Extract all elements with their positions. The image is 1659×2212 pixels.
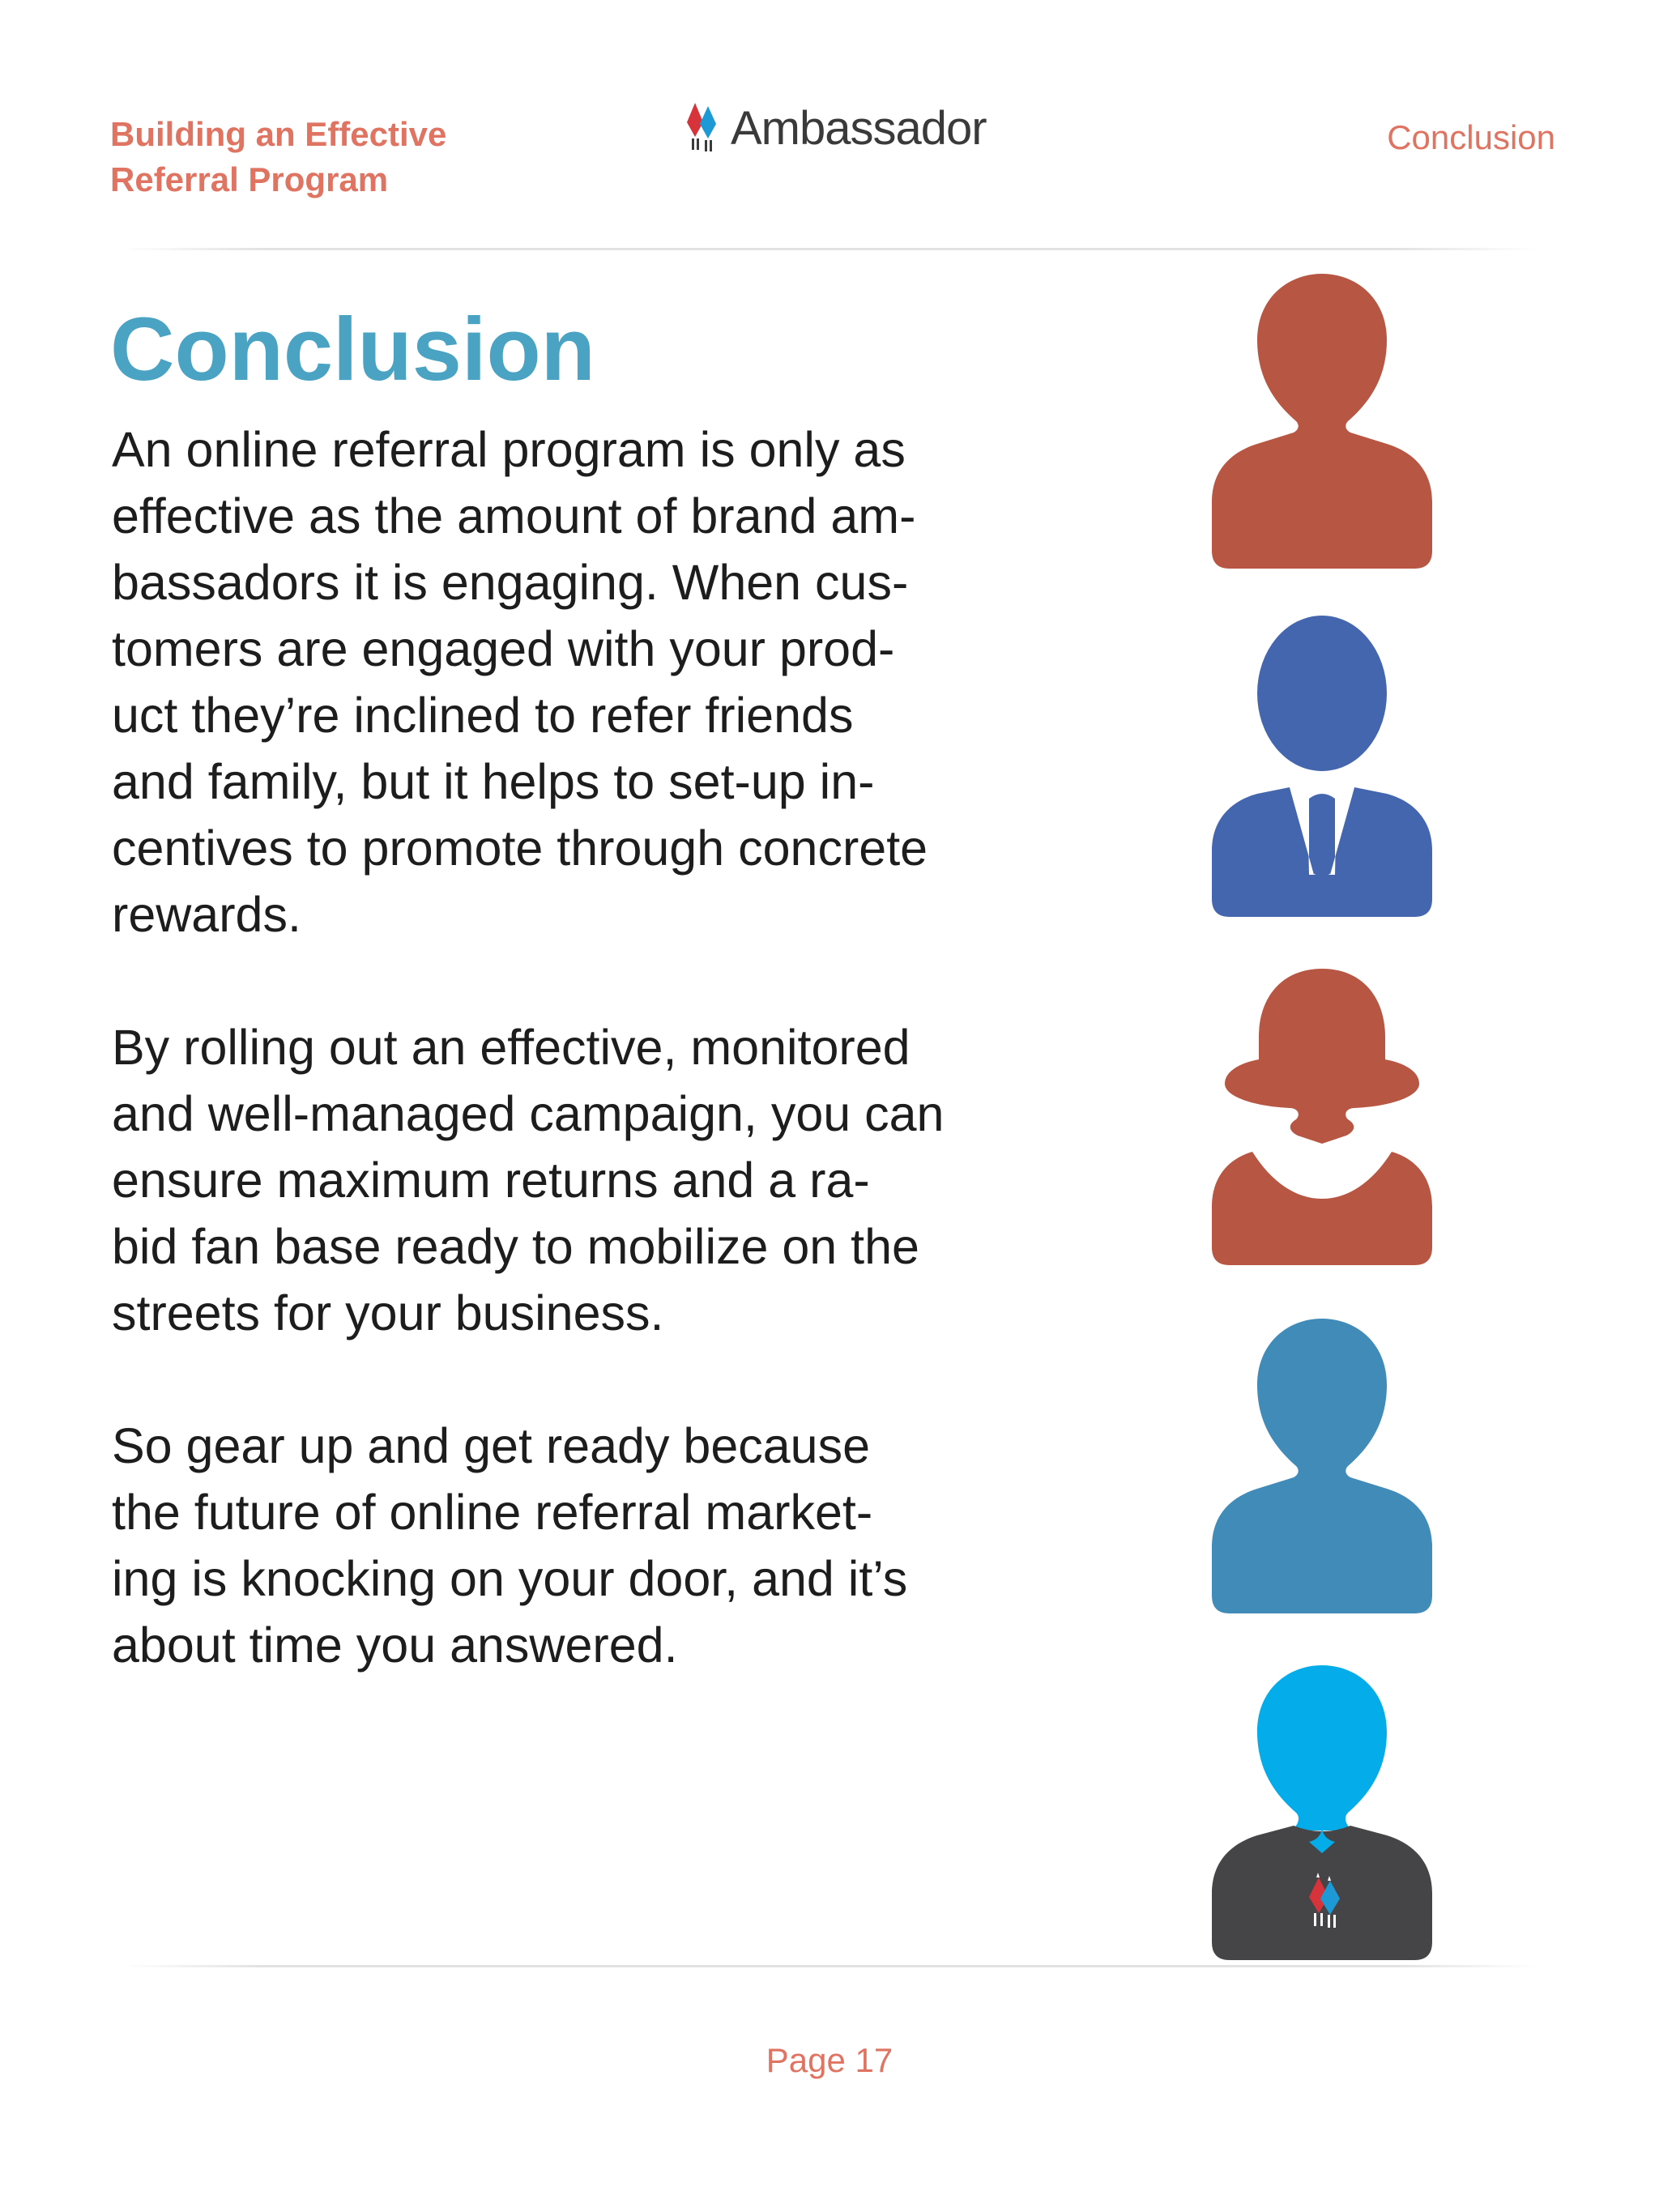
ambassador-flags-icon	[687, 103, 716, 151]
person-figure-5	[1212, 1665, 1432, 1960]
page-number: Page 17	[766, 2041, 893, 2079]
ambassador-person-icon	[1212, 1665, 1432, 1960]
header-divider	[122, 248, 1537, 250]
person-figure-2	[1212, 616, 1432, 917]
person-figure-3	[1212, 969, 1432, 1265]
document-title-line-1: Building an Effective	[110, 115, 447, 153]
person-icon	[1212, 1319, 1432, 1613]
paragraph-2: By rolling out an effective, monitored a…	[112, 1020, 945, 1340]
woman-icon	[1212, 969, 1432, 1265]
ambassador-flags-icon	[1309, 1873, 1340, 1928]
person-figure-4	[1212, 1319, 1432, 1613]
logo-wordmark: Ambassador	[731, 101, 987, 155]
document-title-line-2: Referral Program	[110, 160, 389, 198]
document-title: Building an Effective Referral Program	[110, 112, 564, 202]
page-title: Conclusion	[110, 300, 595, 399]
ambassador-logo: Ambassador	[684, 96, 987, 160]
paragraph-1: An online referral program is only as ef…	[112, 422, 928, 942]
businessman-icon	[1212, 616, 1432, 917]
person-figure-1	[1212, 274, 1432, 569]
section-label: Conclusion	[1387, 118, 1555, 156]
paragraph-3: So gear up and get ready because the fut…	[112, 1418, 908, 1673]
person-icon	[1212, 274, 1432, 569]
body-text: An online referral program is only as ef…	[112, 416, 1068, 1745]
footer-divider	[122, 1965, 1537, 1967]
